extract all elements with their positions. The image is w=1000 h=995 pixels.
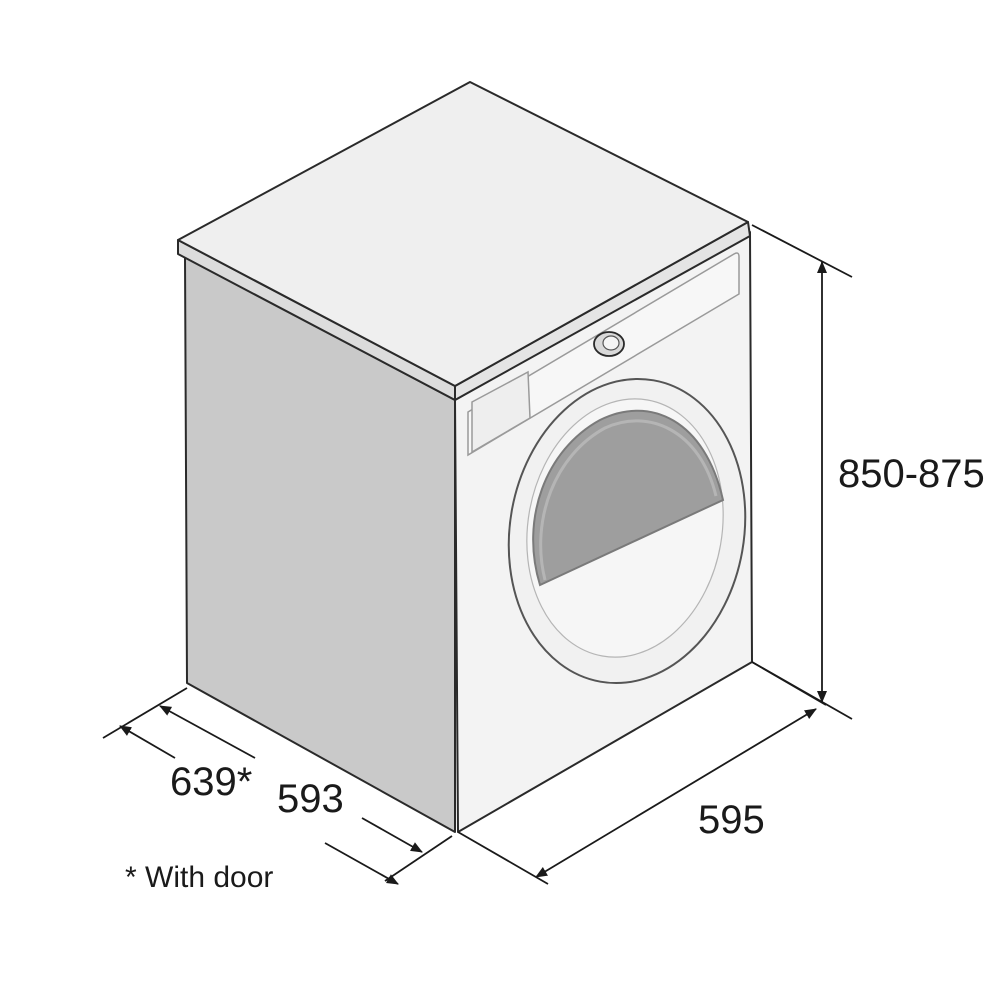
depth-with-door-label: 639* [170, 760, 252, 804]
program-knob [593, 331, 625, 357]
width-dimension-line [535, 708, 817, 878]
depth-label: 593 [277, 777, 344, 821]
dimension-lines [102, 224, 853, 885]
door-window [532, 409, 725, 587]
width-label: 595 [698, 798, 765, 842]
depth-dimension-line-a [159, 705, 256, 759]
depth-dimension-line-b [361, 817, 423, 853]
depth-door-line-b [324, 842, 399, 885]
depth-door-line-a [119, 725, 176, 759]
top-panel [177, 81, 749, 387]
display-panel [471, 370, 531, 454]
door [507, 377, 747, 685]
height-label: 850-875 [838, 452, 985, 496]
with-door-note: * With door [125, 861, 273, 894]
